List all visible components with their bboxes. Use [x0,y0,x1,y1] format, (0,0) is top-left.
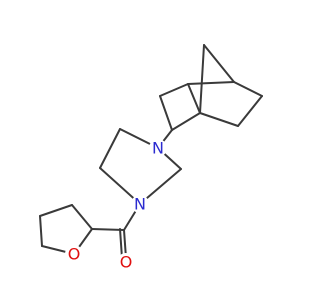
atom-label-n-top: N [149,139,167,158]
bond [199,44,205,114]
bond [99,128,121,169]
piperazine-ring [99,128,182,205]
oxygen-atom-carbonyl: O [120,253,133,272]
atom-label-o-carbonyl: O [117,253,135,272]
molecule-svg: N N O O [39,44,263,272]
bond [91,228,125,231]
nitrogen-atom-top: N [152,139,164,158]
molecule-structure-diagram: N N O O [39,44,263,272]
norbornyl-group [159,44,263,131]
bond [39,215,43,247]
atom-label-o-ring: O [65,245,83,264]
bond [199,112,239,127]
bond [159,83,189,97]
nitrogen-atom-bottom: N [134,195,146,214]
bond [171,112,201,131]
bond [203,44,235,83]
atom-label-n-bottom: N [131,195,149,214]
oxygen-atom-ring: O [68,245,81,264]
bond [187,81,235,85]
bond [159,95,173,131]
tetrahydrofuran-ring [39,204,125,255]
bond [237,95,263,127]
bond [119,228,123,259]
bond [71,204,93,230]
bond [39,204,73,217]
bond [233,81,263,97]
bond [187,83,201,114]
